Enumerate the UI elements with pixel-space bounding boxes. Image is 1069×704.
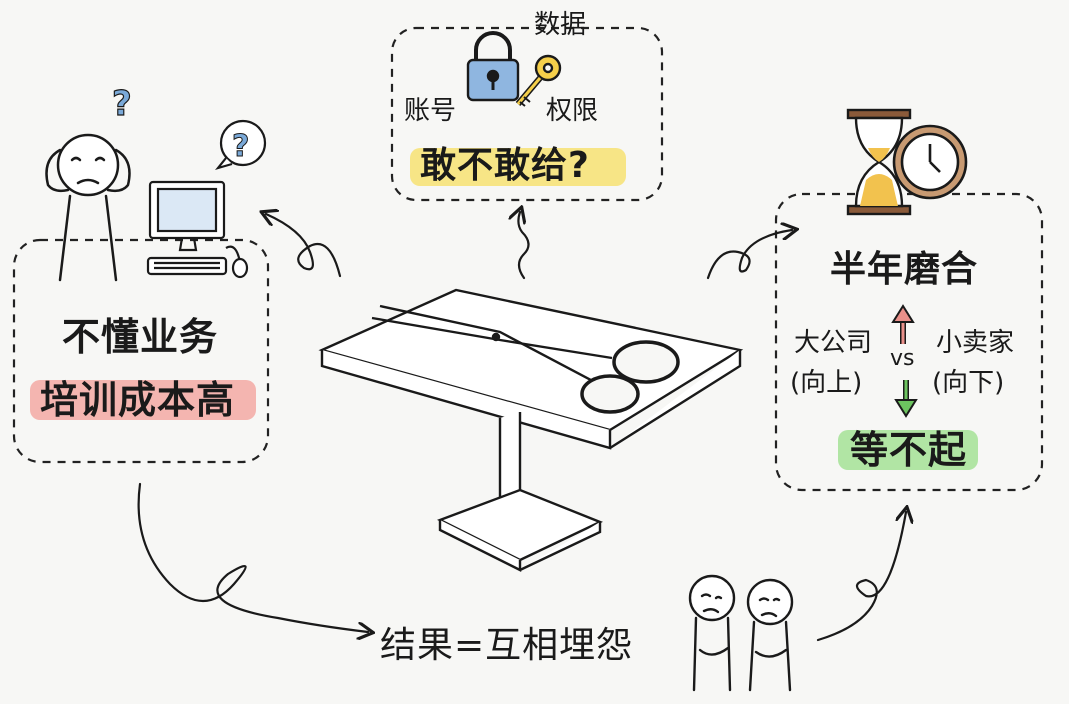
- hourglass-icon: [846, 108, 912, 216]
- right-conclusion: 等不起: [850, 428, 968, 472]
- left-direction: (向上): [790, 368, 863, 398]
- result-text: 结果=互相埋怨: [380, 625, 634, 666]
- clock-icon: [892, 124, 968, 200]
- left-line-1: 不懂业务: [62, 315, 219, 359]
- computer-icon: [146, 180, 249, 279]
- top-panel-border: [390, 26, 664, 202]
- right-party: 小卖家: [936, 328, 1015, 358]
- left-panel-border: [12, 238, 270, 464]
- arrow-to-result: [137, 482, 368, 632]
- two-upset-people-icon: [688, 574, 794, 692]
- label-data: 数据: [534, 10, 587, 40]
- lock-icon: [466, 31, 520, 102]
- top-question: 敢不敢给?: [420, 145, 590, 186]
- left-line-2: 培训成本高: [40, 378, 236, 422]
- right-direction: (向下): [932, 368, 1005, 398]
- versus-label: vs: [890, 346, 915, 371]
- key-icon: [515, 54, 562, 107]
- svg-text:?: ?: [232, 129, 249, 164]
- left-highlight: [30, 380, 256, 420]
- confused-person-icon: [45, 133, 131, 282]
- right-panel-border: [774, 192, 1044, 492]
- down-arrow-icon: [894, 380, 918, 418]
- arrow-to-left-panel: [266, 214, 342, 278]
- scissors-icon: [371, 304, 680, 414]
- label-permission: 权限: [546, 96, 599, 126]
- left-party: 大公司: [794, 328, 873, 358]
- label-account: 账号: [404, 96, 457, 126]
- table-icon: [318, 288, 744, 572]
- arrow-from-people: [816, 512, 906, 642]
- top-highlight: [410, 148, 626, 186]
- right-highlight: [838, 430, 978, 470]
- arrow-to-top-panel: [518, 212, 530, 280]
- up-arrow-icon: [891, 304, 915, 344]
- question-mark-icon: ? ?: [111, 83, 267, 171]
- arrow-to-right-panel: [706, 230, 792, 280]
- svg-text:?: ?: [112, 84, 132, 124]
- connector-arrows: [137, 212, 906, 642]
- right-title: 半年磨合: [830, 249, 979, 290]
